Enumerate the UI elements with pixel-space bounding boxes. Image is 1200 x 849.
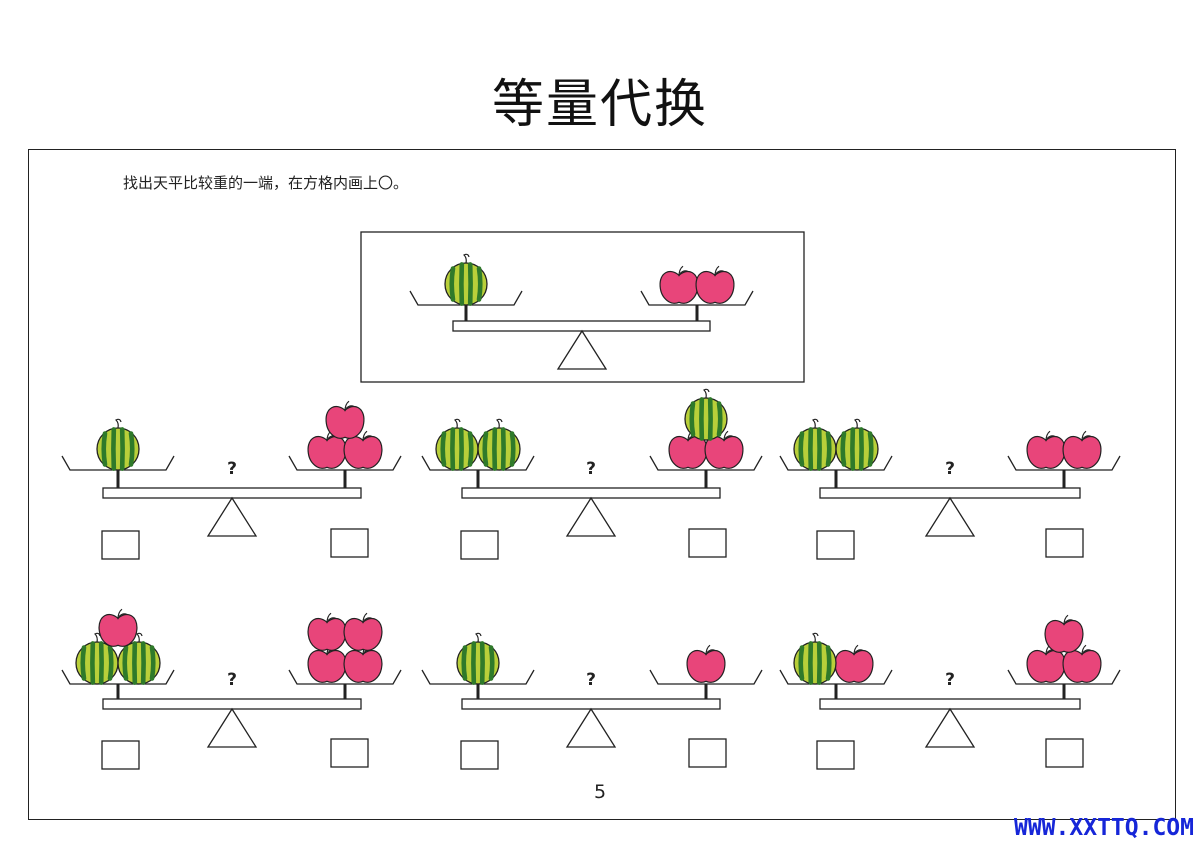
question-mark: ? — [945, 459, 955, 479]
apple-icon — [695, 265, 735, 304]
scale-beam — [461, 487, 721, 499]
scale-pan — [649, 669, 763, 685]
apple-icon — [686, 644, 726, 683]
apple-icon — [307, 644, 347, 683]
fulcrum-triangle — [924, 496, 976, 537]
instruction-text: 找出天平比较重的一端，在方格内画上〇。 — [123, 174, 409, 192]
apple-icon — [307, 612, 347, 651]
watermelon-icon — [444, 253, 488, 306]
question-mark: ? — [586, 459, 596, 479]
balance-problem: ? — [61, 608, 402, 748]
answer-box-right[interactable] — [688, 738, 727, 768]
watermelon-icon — [456, 632, 500, 685]
question-mark: ? — [227, 670, 237, 690]
watermelon-icon — [835, 418, 879, 471]
watermelon-icon — [96, 418, 140, 471]
answer-box-right[interactable] — [1045, 528, 1084, 558]
apple-icon — [1062, 644, 1102, 683]
fulcrum-triangle — [556, 329, 608, 370]
apple-icon — [98, 608, 138, 647]
fulcrum-triangle — [206, 707, 258, 748]
apple-icon — [1062, 430, 1102, 469]
watermelon-icon — [793, 418, 837, 471]
scale-pan — [288, 669, 402, 685]
scale-pan — [61, 669, 175, 685]
answer-box-right[interactable] — [1045, 738, 1084, 768]
fulcrum-triangle — [565, 496, 617, 537]
fulcrum-triangle — [565, 707, 617, 748]
apple-icon — [704, 430, 744, 469]
question-mark: ? — [945, 670, 955, 690]
answer-box-left[interactable] — [460, 740, 499, 770]
scale-beam — [819, 698, 1081, 710]
page-title: 等量代换 — [491, 75, 708, 135]
scale-pan — [1007, 669, 1121, 685]
scale-pan — [779, 455, 893, 471]
answer-box-left[interactable] — [816, 530, 855, 560]
apple-icon — [307, 430, 347, 469]
answer-box-right[interactable] — [688, 528, 727, 558]
fulcrum-triangle — [924, 707, 976, 748]
watermelon-icon — [117, 632, 161, 685]
answer-box-left[interactable] — [101, 740, 140, 770]
apple-icon — [343, 644, 383, 683]
watermelon-icon — [684, 388, 728, 441]
scale-beam — [819, 487, 1081, 499]
question-mark: ? — [586, 670, 596, 690]
balance-problem: ? — [779, 614, 1121, 748]
apple-icon — [834, 644, 874, 683]
apple-icon — [1044, 614, 1084, 653]
scale-beam — [102, 698, 362, 710]
worksheet-frame — [28, 149, 1176, 820]
balance-problem: ? — [421, 632, 763, 748]
apple-icon — [343, 612, 383, 651]
question-mark: ? — [227, 459, 237, 479]
apple-icon — [659, 265, 699, 304]
watermelon-icon — [477, 418, 521, 471]
balance-problem: ? — [779, 418, 1121, 537]
scale-pan — [649, 455, 763, 471]
apple-icon — [343, 430, 383, 469]
apple-icon — [325, 400, 365, 439]
balance-problem: ? — [421, 388, 763, 537]
scale-pan — [1007, 455, 1121, 471]
scale-pan — [421, 455, 535, 471]
scale-pan — [640, 290, 754, 306]
answer-box-right[interactable] — [330, 738, 369, 768]
apple-icon — [1026, 430, 1066, 469]
example-balance — [409, 253, 754, 370]
watermelon-icon — [793, 632, 837, 685]
scale-pan — [288, 455, 402, 471]
fulcrum-triangle — [206, 496, 258, 537]
scale-pan — [779, 669, 893, 685]
answer-box-left[interactable] — [816, 740, 855, 770]
scale-beam — [102, 487, 362, 499]
balance-problem: ? — [61, 400, 402, 537]
scale-beam — [452, 320, 711, 332]
answer-box-right[interactable] — [330, 528, 369, 558]
page-number: 5 — [593, 781, 607, 803]
site-watermark: WWW.XXTTQ.COM — [1013, 815, 1194, 841]
scale-beam — [461, 698, 721, 710]
answer-box-left[interactable] — [101, 530, 140, 560]
answer-box-left[interactable] — [460, 530, 499, 560]
watermelon-icon — [435, 418, 479, 471]
watermelon-icon — [75, 632, 119, 685]
example-box — [360, 231, 805, 383]
